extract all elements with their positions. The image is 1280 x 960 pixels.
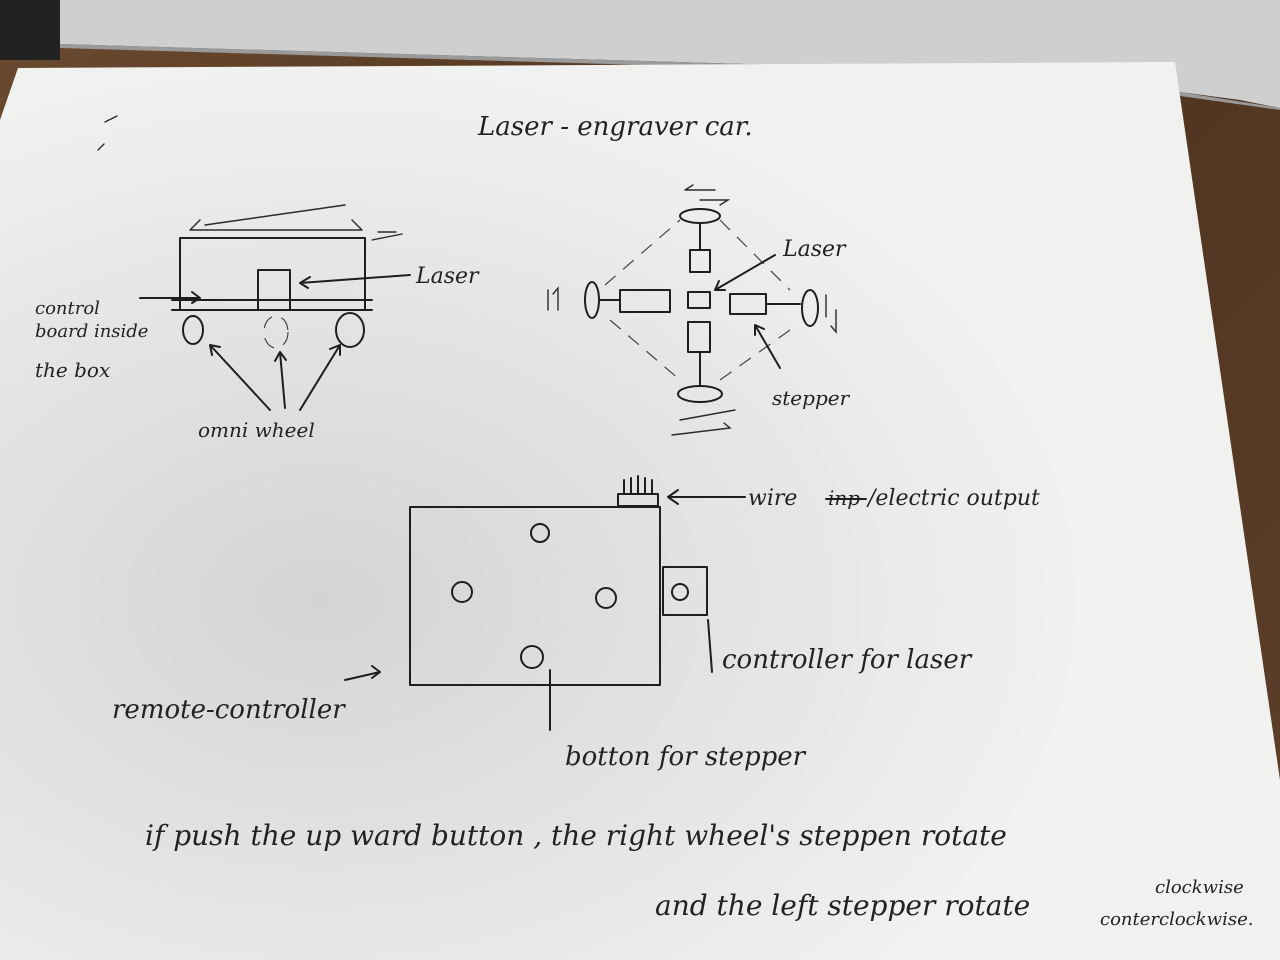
pen-icon (0, 0, 60, 60)
